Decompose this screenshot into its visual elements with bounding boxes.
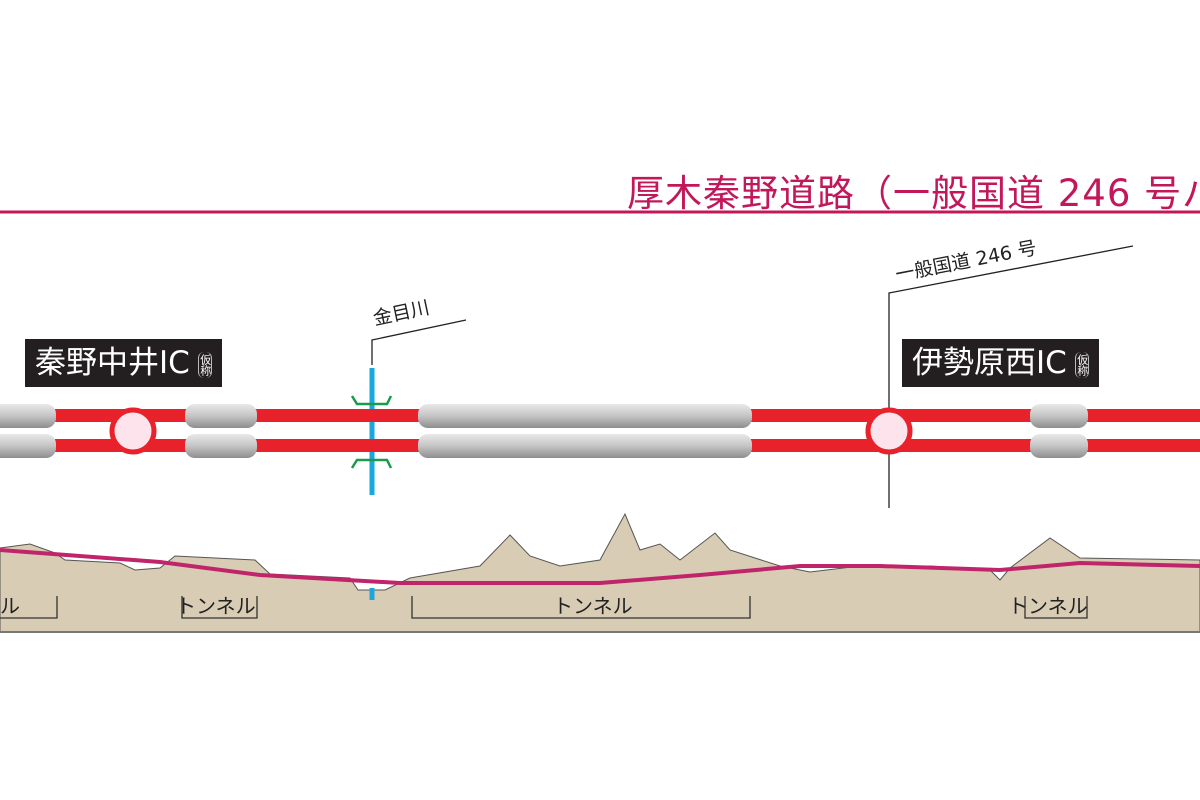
interchange-name: 伊勢原西IC: [912, 345, 1067, 381]
interchange-note: 仮称: [197, 351, 212, 378]
interchange-marker-hadano-nakai: [109, 407, 157, 455]
tunnel-label: トンネル: [176, 594, 256, 618]
tunnel-label: トンネル: [1008, 594, 1088, 618]
interchange-marker-isehara-nishi: [865, 407, 913, 455]
page-title: 厚木秦野道路（一般国道 246 号バ: [627, 172, 1200, 215]
interchange-note: 仮称: [1074, 351, 1089, 378]
tunnel-tubes: [0, 404, 1088, 458]
interchange-label-hadano-nakai: 秦野中井IC 仮称: [25, 339, 222, 387]
tunnel-brackets: [0, 596, 1088, 619]
interchange-label-isehara-nishi: 伊勢原西IC 仮称: [902, 339, 1099, 387]
tunnel-label: トンネル: [553, 594, 633, 618]
river-leader-line: [371, 319, 467, 365]
interchange-name: 秦野中井IC: [35, 345, 190, 381]
bridge-mark-top: [350, 395, 393, 406]
road-profile-line: [0, 548, 1200, 585]
bridge-mark-bottom: [350, 458, 393, 469]
tunnel-label: ル: [0, 594, 20, 618]
